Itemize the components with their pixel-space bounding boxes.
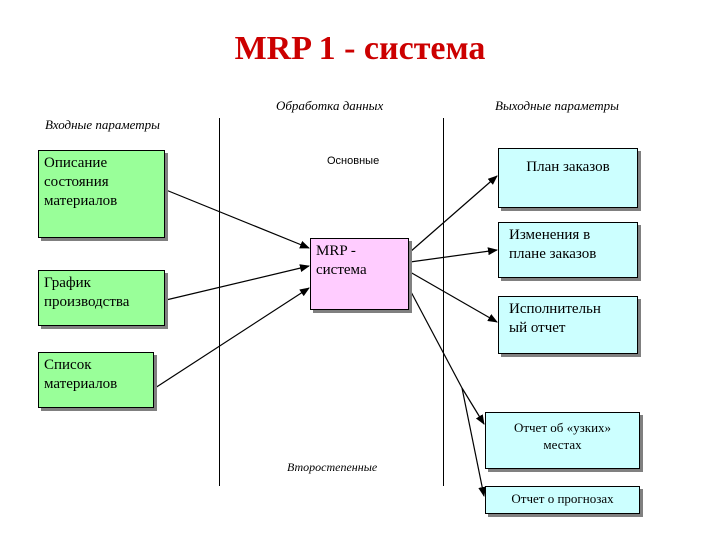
output-box-order-plan: План заказов (498, 148, 638, 208)
secondary-label: Второстепенные (287, 460, 378, 474)
arrow-production-schedule-to-mrp (165, 264, 310, 301)
output-column-header: Выходные параметры (495, 98, 619, 113)
diagram-title: MRP 1 - система (234, 30, 486, 67)
main-label: Основные (327, 155, 380, 167)
output-box-execution-report: Исполнительн ый отчет (498, 296, 638, 354)
arrow-mrp-to-bottleneck-branch (409, 289, 463, 389)
arrow-mrp-to-execution-report (409, 271, 498, 323)
arrow-materials-state-to-mrp (165, 189, 310, 249)
process-box-mrp-system: MRP - система (310, 238, 409, 310)
output-box-order-plan-changes: Изменения в плане заказов (498, 222, 638, 278)
processing-column-header: Обработка данных (276, 98, 384, 113)
arrow-materials-list-to-mrp (154, 287, 310, 389)
input-column-header: Входные параметры (45, 117, 160, 132)
input-box-materials-state: Описание состояния материалов (38, 150, 165, 238)
right-divider (443, 118, 444, 486)
output-box-bottleneck-report: Отчет об «узких» местах (485, 412, 640, 469)
left-divider (219, 118, 220, 486)
input-box-production-schedule: График производства (38, 270, 165, 326)
output-box-forecast-report: Отчет о прогнозах (485, 486, 640, 514)
arrow-mrp-to-order-plan (409, 175, 498, 253)
arrow-to-bottleneck-report (461, 387, 485, 425)
arrow-to-forecast-report (461, 387, 487, 497)
arrow-mrp-to-order-plan-changes (409, 247, 498, 263)
input-box-materials-list: Список материалов (38, 352, 154, 408)
